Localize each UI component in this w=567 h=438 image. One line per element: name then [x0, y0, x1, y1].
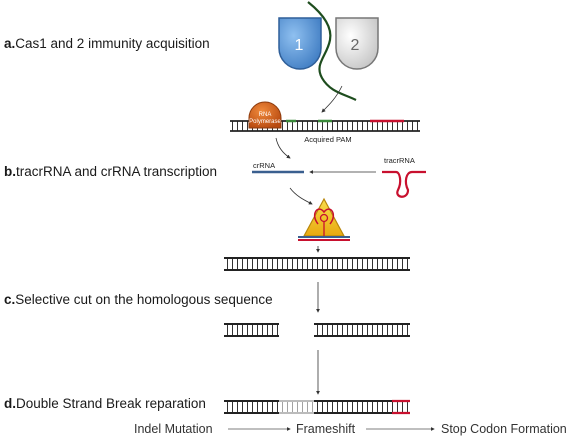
step-c-text: Selective cut on the homologous sequence: [15, 292, 272, 307]
svg-text:b.tracrRNA and crRNA transcrip: b.tracrRNA and crRNA transcription: [4, 164, 217, 179]
target-dna: [224, 257, 410, 271]
cas9-complex: [298, 197, 350, 241]
cut-dna-left: [224, 323, 279, 337]
rna-polymerase-label-2: Polymerase: [249, 119, 281, 125]
complex-formation-arrow: [289, 187, 313, 205]
svg-text:a.Cas1 and 2 immunity acquisit: a.Cas1 and 2 immunity acquisition: [4, 36, 210, 51]
tracrrna-label: tracrRNA: [384, 156, 415, 165]
step-a-letter: a.: [4, 36, 15, 51]
step-c-letter: c.: [4, 292, 15, 307]
rna-polymerase-label-1: RNA: [259, 112, 272, 118]
tracrrna-strand: [382, 170, 426, 198]
transcription-arrow: [275, 137, 291, 159]
step-b-text: tracrRNA and crRNA transcription: [16, 164, 217, 179]
phage-dna-strand: [307, 1, 357, 101]
cas2-number: 2: [351, 37, 360, 54]
step-d-label: d.Double Strand Break reparation: [4, 396, 206, 411]
acquired-pam-label: Acquired PAM: [304, 135, 351, 144]
step-a-label: a.Cas1 and 2 immunity acquisition: [4, 36, 210, 51]
cas1-protein: 1: [278, 17, 322, 70]
outcome-indel-mutation: Indel Mutation: [134, 422, 213, 436]
cas2-protein: 2: [335, 17, 379, 70]
repaired-dna: [224, 399, 410, 415]
cas1-number: 1: [295, 37, 304, 54]
step-a-text: Cas1 and 2 immunity acquisition: [15, 36, 209, 51]
outcome-stop-codon: Stop Codon Formation: [441, 422, 567, 436]
rna-polymerase: RNA Polymerase: [248, 101, 282, 129]
step-b-label: b.tracrRNA and crRNA transcription: [4, 164, 217, 179]
acquisition-arrow: [321, 85, 343, 113]
svg-text:c.Selective cut on the homolog: c.Selective cut on the homologous sequen…: [4, 292, 273, 307]
step-d-text: Double Strand Break reparation: [16, 396, 206, 411]
svg-text:d.Double Strand Break reparati: d.Double Strand Break reparation: [4, 396, 206, 411]
outcome-frameshift: Frameshift: [296, 422, 356, 436]
step-d-letter: d.: [4, 396, 16, 411]
cut-dna-right: [314, 323, 410, 337]
step-b-letter: b.: [4, 164, 16, 179]
step-c-label: c.Selective cut on the homologous sequen…: [4, 292, 273, 307]
crrna-label: crRNA: [253, 161, 275, 170]
